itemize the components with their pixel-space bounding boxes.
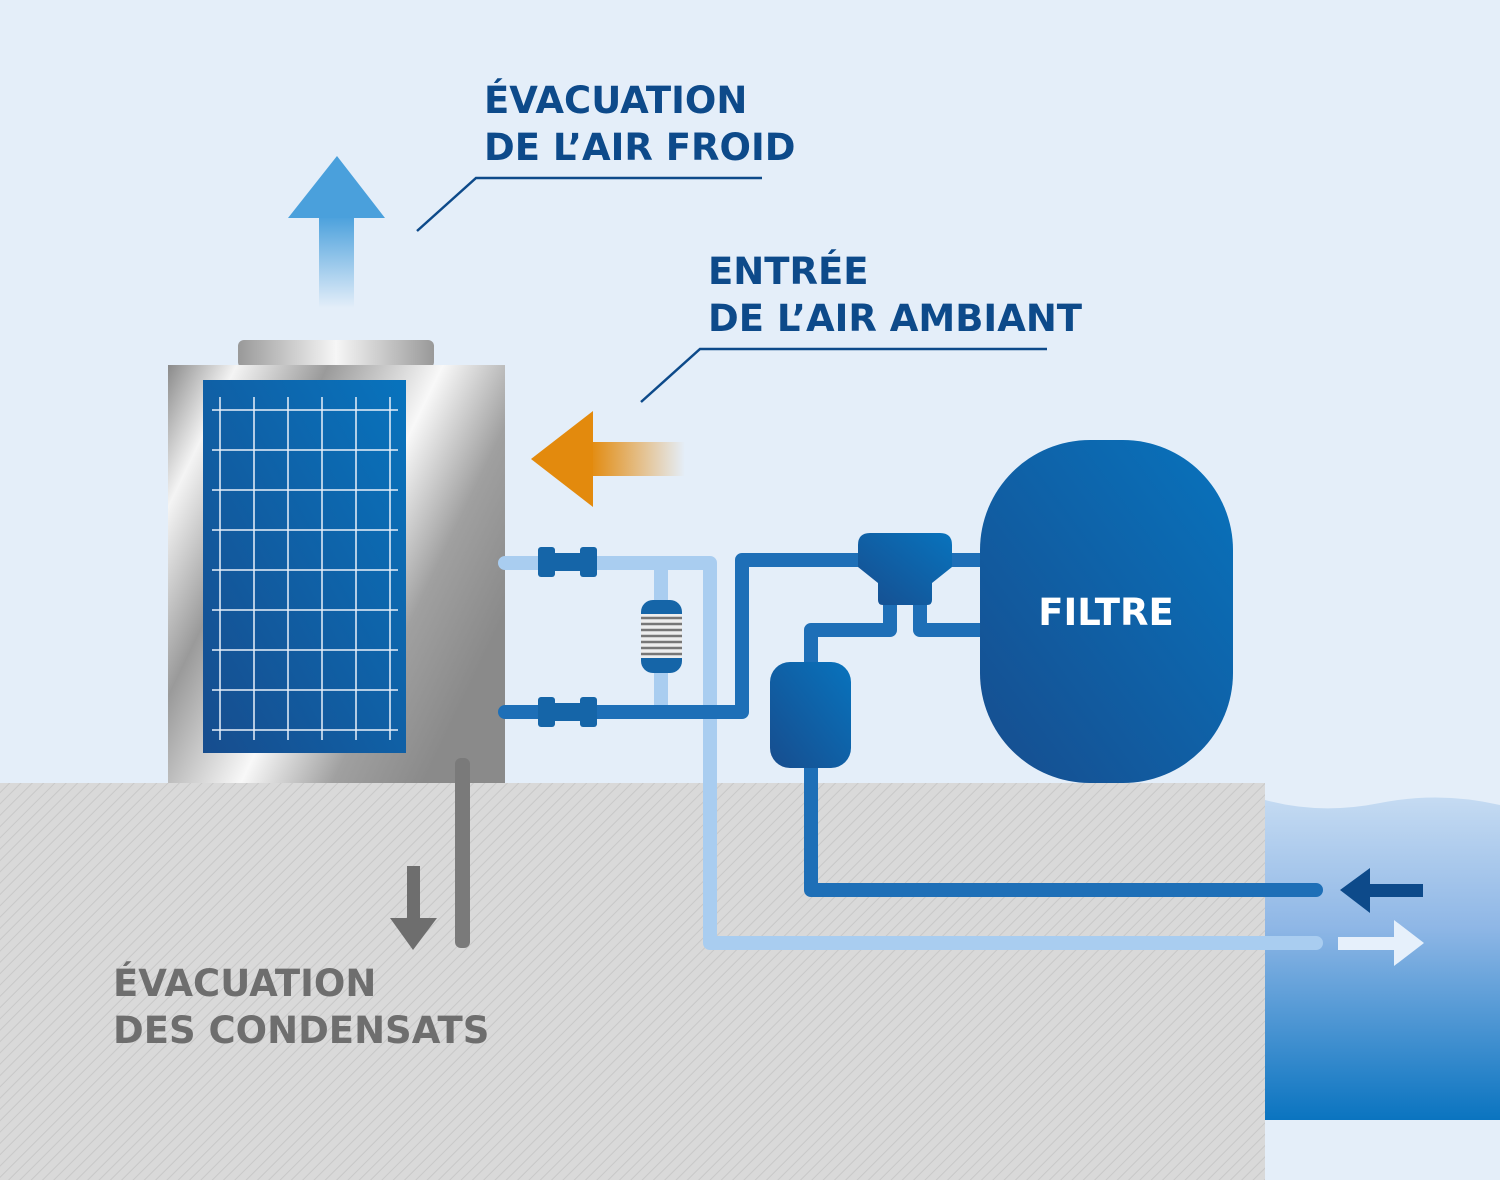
pool-pump [770,662,851,768]
inflow-arrow-icon [1340,868,1423,913]
ground [0,783,1265,1180]
filter-tank [980,440,1233,783]
leader-line-exhaust [416,176,762,232]
multiport-valve [858,533,952,605]
filter-label: FILTRE [1038,591,1174,634]
condensate-down-arrow-icon [390,866,437,950]
label-cold-air-exhaust: ÉVACUATION DE L’AIR FROID [484,78,795,169]
label-ambient-air-intake: ENTRÉE DE L’AIR AMBIANT [708,249,1083,340]
heat-pump-unit [168,340,505,783]
cold-air-exhaust-arrow-icon [288,156,385,308]
pipe-couplings [538,547,597,727]
return-water-pipe [498,556,1323,950]
ambient-air-intake-arrow-icon [531,411,685,507]
pool-water [1265,797,1500,1120]
bypass-valve-component [641,600,682,673]
filter-outlet-pipe [913,593,987,637]
label-condensate-drain: ÉVACUATION DES CONDENSATS [113,961,489,1052]
condensate-drain-pipe [455,758,470,948]
outflow-arrow-icon [1338,920,1424,966]
leader-line-intake [640,347,1047,403]
pump-suction-pipe [804,593,1323,897]
